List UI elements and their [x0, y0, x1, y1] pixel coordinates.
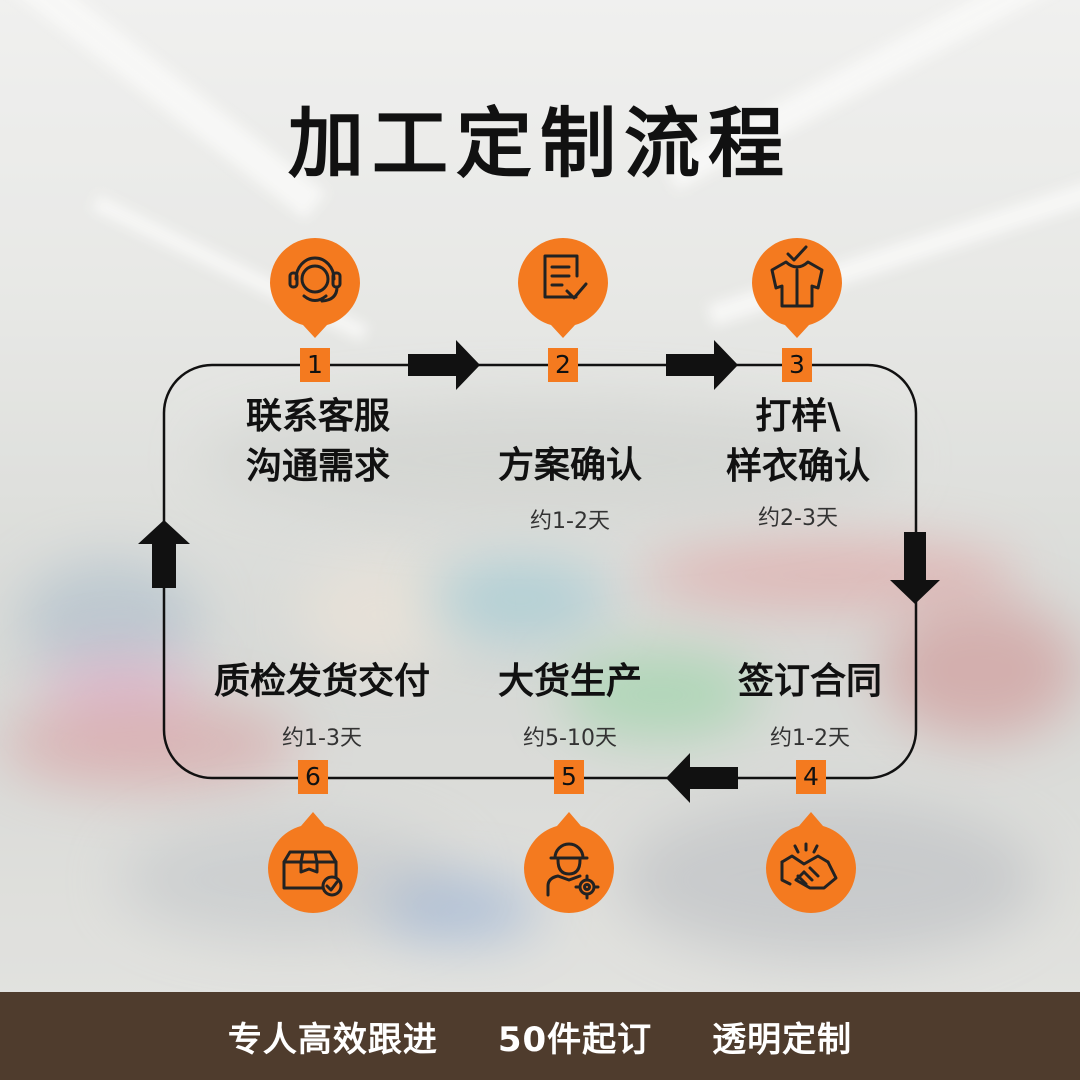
footer-bar: 专人高效跟进 50件起订 透明定制	[0, 992, 1080, 1080]
arrow-down-3-to-4	[890, 532, 940, 604]
pin-5	[524, 812, 614, 913]
step-1-label-line2: 沟通需求	[245, 445, 390, 487]
footer-item-transparent-customization: 透明定制	[712, 1019, 853, 1060]
pin-4	[766, 812, 856, 913]
page-title: 加工定制流程	[288, 99, 792, 188]
step-5-label-line1: 大货生产	[497, 661, 642, 702]
step-2-label-line1: 方案确认	[497, 445, 642, 486]
step-2-number: 2	[548, 348, 578, 382]
pin-2	[518, 238, 608, 338]
package-check-icon	[282, 850, 343, 897]
step-1-number: 1	[300, 348, 330, 382]
step-5-duration: 约5-10天	[523, 726, 617, 751]
step-2-label: 方案确认	[450, 441, 690, 491]
handshake-icon	[780, 842, 838, 890]
pin-1	[270, 238, 360, 338]
arrow-left-4-to-5	[666, 753, 738, 803]
step-3-label-line1: 打样\	[755, 396, 841, 437]
step-5-label: 大货生产	[450, 657, 690, 707]
shirt-check-icon	[770, 245, 824, 308]
step-3-number: 3	[782, 348, 812, 382]
step-1-label: 联系客服 沟通需求	[200, 392, 436, 491]
step-4-duration: 约1-2天	[770, 726, 850, 751]
step-4-label-line1: 签订合同	[737, 661, 882, 702]
worker-gear-icon	[546, 842, 600, 900]
customer-service-headset-icon	[288, 256, 342, 303]
arrow-right-1-to-2	[408, 340, 480, 390]
step-6-label: 质检发货交付	[180, 657, 464, 707]
step-6-label-line1: 质检发货交付	[213, 661, 430, 702]
footer-item-dedicated-service: 专人高效跟进	[227, 1019, 438, 1060]
arrow-right-2-to-3	[666, 340, 738, 390]
step-6-number: 6	[298, 760, 328, 794]
step-1-label-line1: 联系客服	[245, 396, 390, 437]
step-3-label-line2: 样衣确认	[725, 445, 870, 487]
step-4-number: 4	[796, 760, 826, 794]
step-3-label: 打样\ 样衣确认	[680, 392, 916, 491]
step-5-number: 5	[554, 760, 584, 794]
footer-item-minimum-order: 50件起订	[497, 1019, 653, 1060]
step-3-duration: 约2-3天	[758, 506, 838, 531]
step-6-duration: 约1-3天	[282, 726, 362, 751]
document-check-icon	[543, 254, 588, 300]
step-2-duration: 约1-2天	[530, 509, 610, 534]
arrow-up-6-to-1	[138, 520, 190, 588]
step-4-label: 签订合同	[690, 657, 930, 707]
